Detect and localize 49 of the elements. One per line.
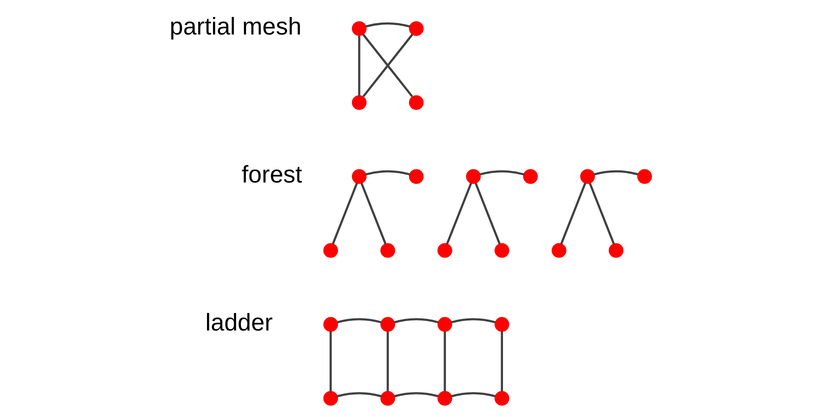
- node-circle: [551, 243, 566, 258]
- label: ladder: [204, 309, 272, 336]
- connector: [588, 182, 614, 244]
- connector: [450, 318, 495, 324]
- label: forest: [241, 161, 302, 188]
- connector: [443, 331, 446, 392]
- node-circle: [380, 243, 395, 258]
- node-circle: [408, 169, 424, 184]
- node-circle: [608, 243, 623, 258]
- connector: [365, 22, 410, 28]
- node-circle: [522, 169, 538, 184]
- node-circle: [436, 390, 452, 406]
- node-circle: [408, 95, 424, 110]
- connector: [394, 392, 438, 398]
- node-circle: [351, 95, 366, 110]
- connector: [358, 36, 360, 96]
- connector: [500, 331, 502, 392]
- connector: [336, 392, 381, 398]
- connector: [365, 170, 410, 176]
- node-circle: [436, 243, 452, 258]
- connector: [362, 34, 413, 98]
- node-circle: [322, 317, 338, 332]
- node-circle: [494, 390, 509, 406]
- node-circle: [408, 21, 424, 36]
- connector: [479, 170, 524, 176]
- node-circle: [466, 169, 480, 184]
- connector: [450, 392, 495, 398]
- node-circle: [494, 243, 509, 258]
- connector: [331, 182, 358, 244]
- node-circle: [322, 243, 338, 258]
- node-circle: [351, 169, 366, 184]
- connector: [336, 318, 381, 324]
- connector: [394, 318, 438, 324]
- connector: [386, 331, 388, 392]
- label: partial mesh: [169, 14, 301, 41]
- node-circle: [351, 21, 366, 36]
- node-circle: [322, 390, 338, 406]
- connector: [474, 182, 500, 244]
- node-circle: [580, 169, 594, 184]
- connector: [560, 182, 586, 244]
- node-circle: [494, 317, 509, 332]
- connector: [360, 182, 386, 244]
- connector: [446, 182, 472, 244]
- connector: [593, 170, 638, 176]
- node-circle: [380, 317, 395, 332]
- node-circle: [436, 317, 452, 332]
- connector: [329, 331, 332, 392]
- node-circle: [380, 390, 395, 406]
- node-circle: [636, 169, 652, 184]
